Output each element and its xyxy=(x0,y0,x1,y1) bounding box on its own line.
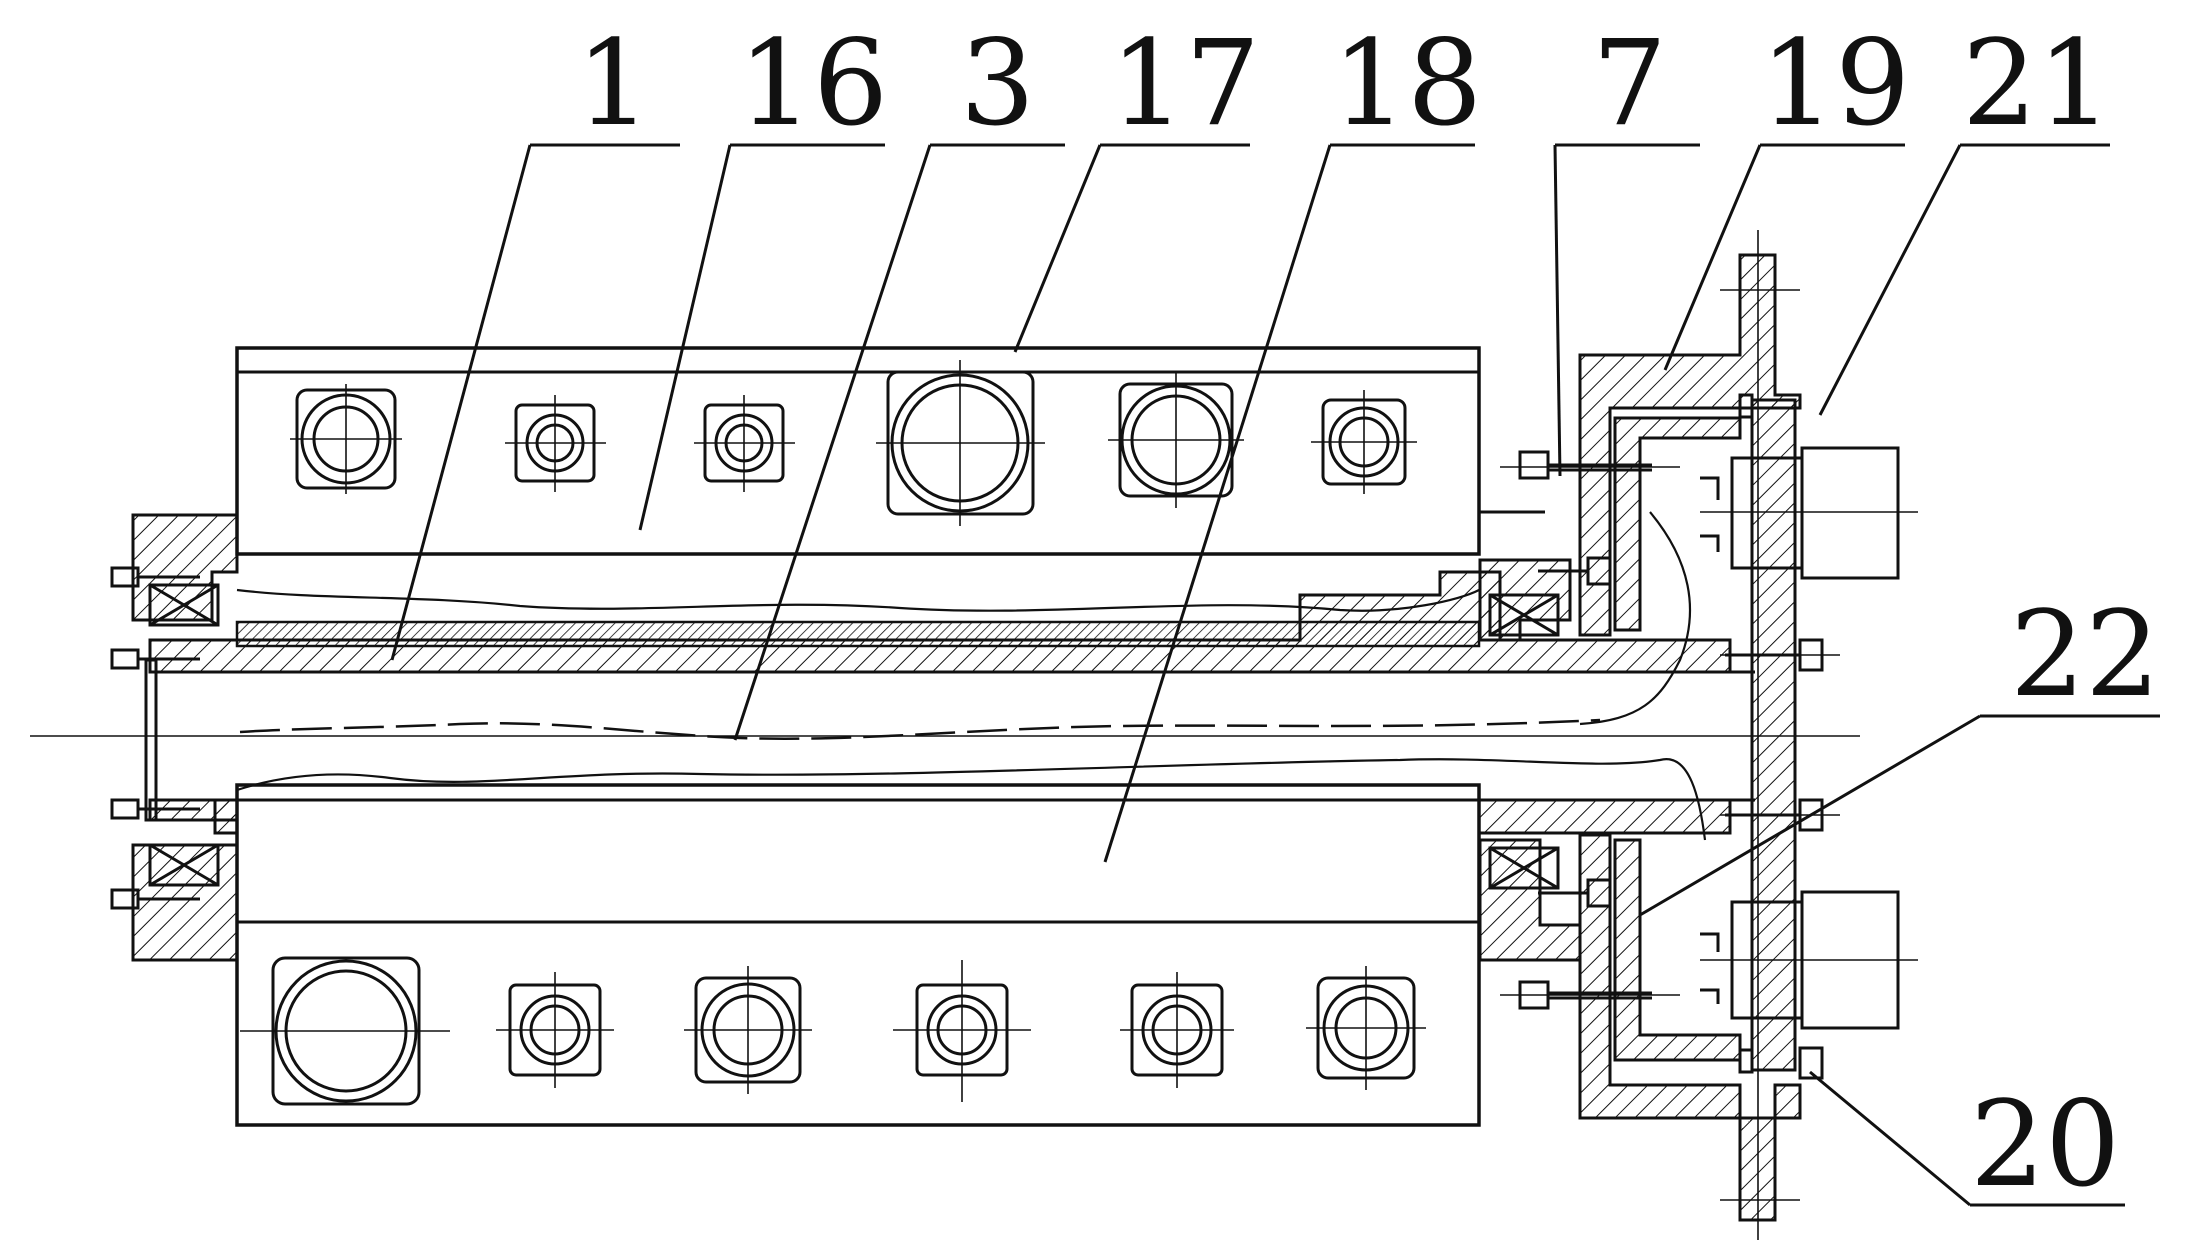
connector-lower-4 xyxy=(893,960,1031,1102)
central-shaft xyxy=(30,570,1860,835)
part-labels: 1 16 3 17 18 7 19 21 22 20 xyxy=(576,14,2160,1213)
label-17: 17 xyxy=(1110,14,1260,152)
lower-housing xyxy=(235,783,1481,1127)
label-19: 19 xyxy=(1760,14,1910,152)
connector-upper-1 xyxy=(290,384,402,494)
connector-upper-4 xyxy=(876,360,1045,526)
upper-housing xyxy=(235,346,1545,556)
label-21: 21 xyxy=(1962,14,2112,152)
label-22: 22 xyxy=(2010,585,2160,723)
connector-upper-2 xyxy=(505,395,606,492)
connector-lower-1 xyxy=(240,956,450,1106)
label-7: 7 xyxy=(1592,14,1667,152)
break-lines xyxy=(236,511,1707,841)
label-16: 16 xyxy=(738,14,888,152)
connector-lower-3 xyxy=(684,966,812,1094)
leader-lines xyxy=(390,143,2160,1207)
label-3: 3 xyxy=(960,14,1035,152)
connector-lower-6 xyxy=(1306,966,1426,1090)
connector-lower-2 xyxy=(496,972,614,1088)
connector-upper-6 xyxy=(1311,390,1417,494)
connector-right-lower xyxy=(1700,890,1918,1030)
label-20: 20 xyxy=(1970,1075,2120,1213)
label-18: 18 xyxy=(1332,14,1482,152)
lower-connector-row xyxy=(240,956,1426,1106)
upper-connector-row xyxy=(290,360,1417,526)
label-1: 1 xyxy=(576,14,651,152)
connector-upper-5 xyxy=(1108,372,1244,508)
connector-upper-3 xyxy=(694,395,795,492)
connector-lower-5 xyxy=(1120,972,1234,1088)
left-end-flange xyxy=(110,513,239,962)
right-end-assembly xyxy=(1478,230,1918,1240)
connector-right-upper xyxy=(1700,446,1918,580)
